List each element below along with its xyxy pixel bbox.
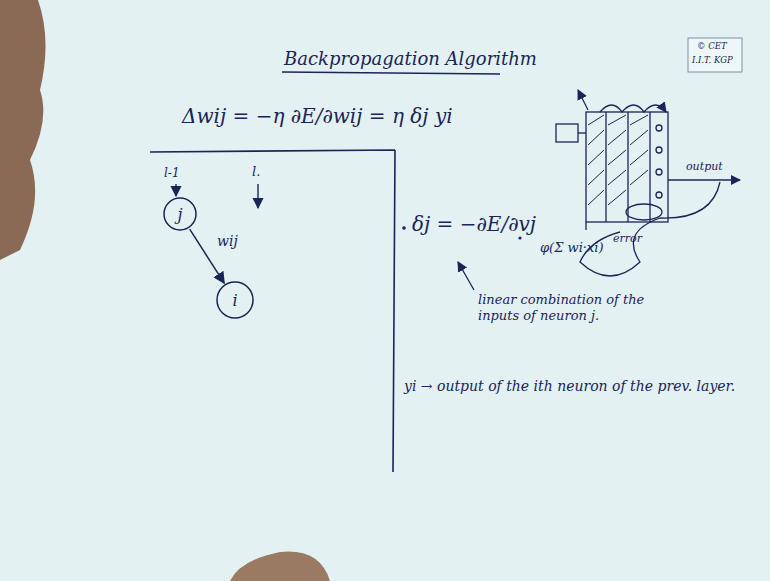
layer-label: l. bbox=[252, 164, 260, 180]
hand bbox=[230, 552, 330, 581]
logo-box bbox=[688, 38, 742, 72]
neuron-circle: i bbox=[216, 281, 254, 319]
equation: δj = −∂E/∂vj bbox=[412, 212, 536, 236]
output-label: output bbox=[686, 160, 723, 173]
equation: Δwij = −η ∂E/∂wij = η δj yi bbox=[182, 104, 453, 128]
layer-arrow bbox=[175, 184, 176, 196]
bullet-dot bbox=[518, 236, 521, 239]
error-label: error bbox=[613, 232, 642, 245]
title: Backpropagation Algorithm bbox=[284, 48, 537, 70]
formula: φ(Σ wi·xi) bbox=[540, 240, 603, 256]
note: yi → output of the ith neuron of the pre… bbox=[404, 378, 735, 395]
neuron-label: i bbox=[216, 281, 254, 319]
logo-text: © CET bbox=[697, 41, 727, 51]
hand bbox=[0, 0, 46, 260]
note: linear combination of the inputs of neur… bbox=[478, 292, 658, 323]
layer-label: l-1 bbox=[164, 166, 180, 180]
divider bbox=[150, 150, 395, 472]
leader-line bbox=[458, 262, 474, 290]
weight-label: wij bbox=[217, 233, 238, 250]
title-underline bbox=[282, 72, 500, 74]
neuron-circle: j bbox=[163, 197, 197, 231]
layer-arrow bbox=[257, 184, 258, 208]
logo-text: I.I.T. KGP bbox=[692, 55, 733, 65]
bullet-dot bbox=[402, 226, 406, 230]
neuron-label: j bbox=[163, 197, 197, 231]
